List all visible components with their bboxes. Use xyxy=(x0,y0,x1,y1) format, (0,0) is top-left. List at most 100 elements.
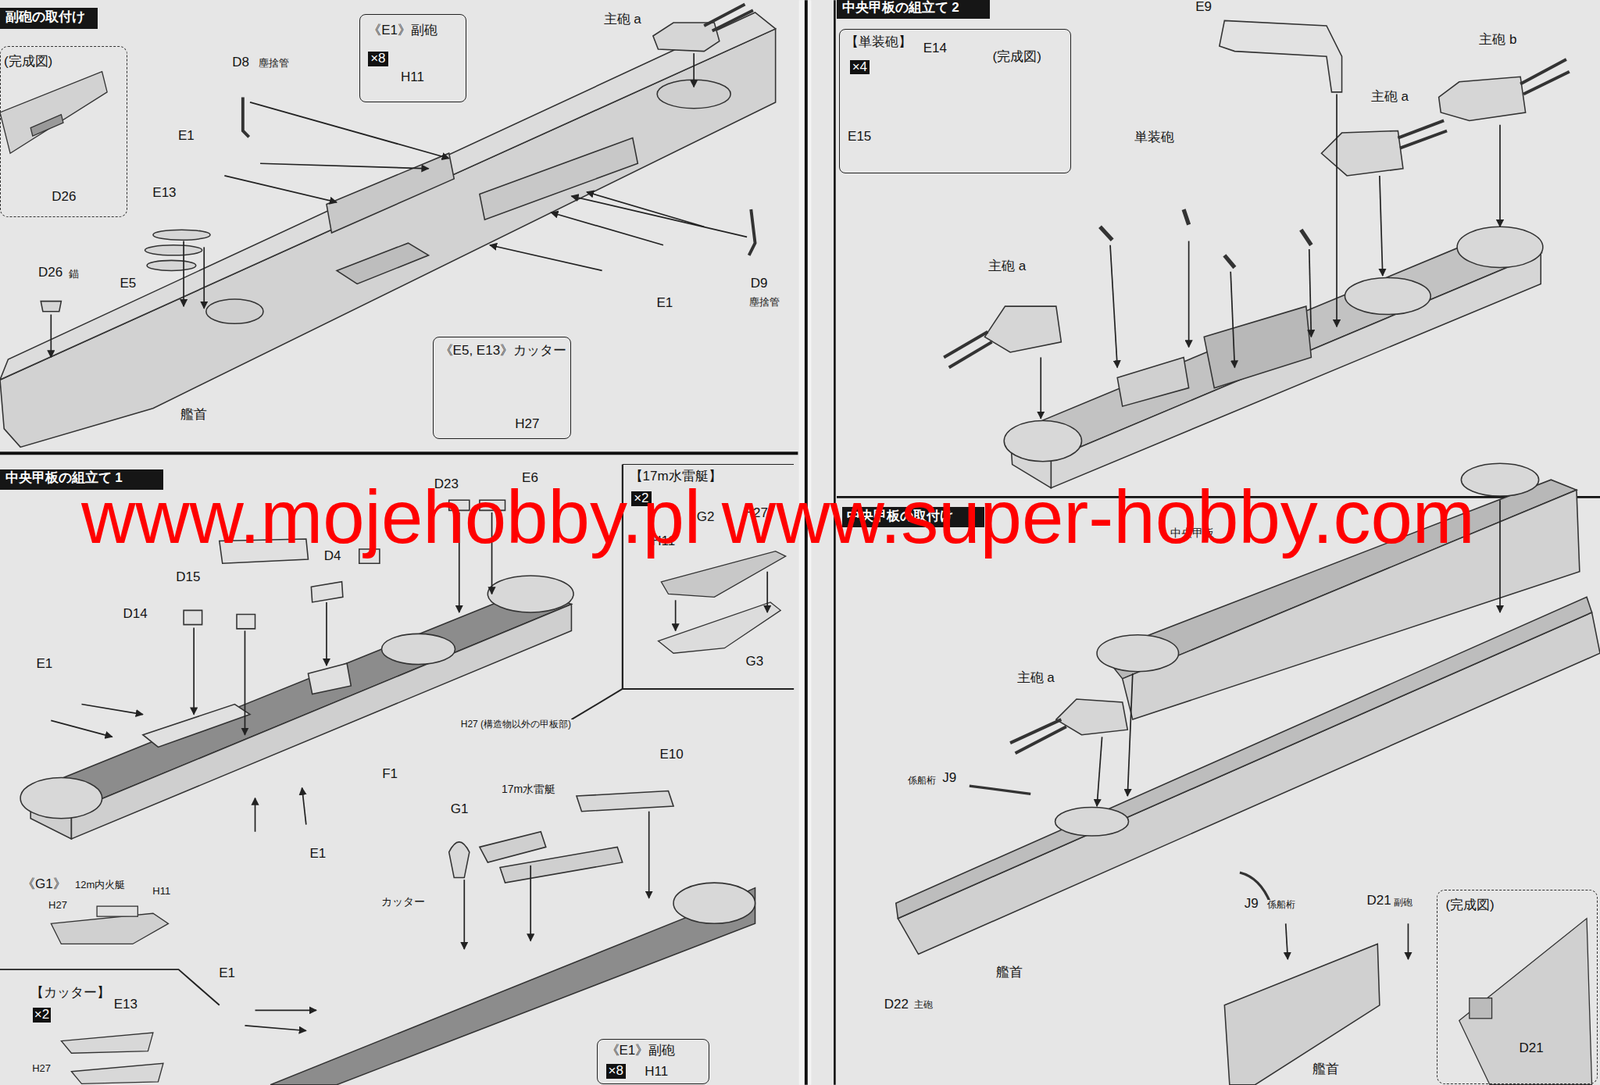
part-label: D9 xyxy=(749,276,770,292)
part-label: E13 xyxy=(150,185,178,201)
part-label: 単装砲 xyxy=(1132,130,1176,146)
part-label: H27 (構造物以外の甲板部) xyxy=(459,719,573,730)
assembly-arrow xyxy=(203,246,205,308)
part-label: 係船桁 xyxy=(906,775,938,786)
inset-box: (完成図)D21 xyxy=(1436,889,1598,1085)
part-label: カッター xyxy=(379,896,427,908)
part-label: 主砲 a xyxy=(602,12,643,28)
assembly-arrow xyxy=(1096,736,1103,807)
part-label: E14 xyxy=(923,41,947,57)
part-label: 12m内火艇 xyxy=(73,879,127,891)
part-label: E9 xyxy=(1193,0,1214,15)
part-label: E1 xyxy=(307,846,328,862)
section-title: 中央甲板の組立て 2 xyxy=(842,0,960,16)
assembly-arrow xyxy=(550,212,664,246)
part-label: 【カッター】 xyxy=(28,985,112,1001)
assembly-arrow xyxy=(1335,93,1338,327)
assembly-arrow xyxy=(1379,175,1383,276)
assembly-arrow xyxy=(675,600,677,631)
part-label: (完成図) xyxy=(3,54,53,70)
part-label: 艦首 xyxy=(178,407,209,423)
part-label: 副砲 xyxy=(1392,897,1415,908)
part-label: 艦首 xyxy=(1310,1062,1341,1078)
assembly-arrow xyxy=(192,628,195,715)
part-label: 《G1》 xyxy=(20,877,68,893)
part-label: E1 xyxy=(34,657,54,672)
section-header: 副砲の取付け xyxy=(0,7,98,29)
part-label: 【単装砲】 xyxy=(845,35,912,50)
assembly-arrow xyxy=(1407,923,1410,960)
quantity-badge: ×2 xyxy=(32,1007,51,1023)
part-label: E15 xyxy=(847,129,872,145)
part-label: J9 xyxy=(940,771,958,786)
part-label: 主砲 a xyxy=(1369,89,1411,105)
assembly-arrow xyxy=(182,241,185,308)
inset-box: 《E1》副砲×8H11 xyxy=(359,14,467,102)
assembly-arrow xyxy=(250,102,450,159)
assembly-arrow xyxy=(244,630,247,735)
assembly-arrow xyxy=(648,811,650,899)
part-label: 《E1》副砲 xyxy=(606,1043,676,1059)
assembly-arrow xyxy=(81,704,143,715)
assembly-arrow xyxy=(260,163,429,169)
section-header: 中央甲板の組立て 2 xyxy=(836,0,990,19)
assembly-arrow xyxy=(489,245,603,272)
assembly-arrow xyxy=(1188,241,1190,348)
part-label: (完成図) xyxy=(992,50,1042,65)
assembly-arrow xyxy=(586,192,704,227)
part-label: D21 xyxy=(1519,1041,1544,1057)
part-label: 艦首 xyxy=(994,965,1025,981)
part-label: 主砲 xyxy=(912,1000,935,1011)
part-label: 錨 xyxy=(67,268,81,280)
inset-box: 《E5, E13》カッターH27 xyxy=(432,336,572,440)
assembly-arrow xyxy=(302,788,307,825)
part-label: 塵捨管 xyxy=(747,296,782,308)
part-label: H27 xyxy=(46,900,69,911)
part-label: D8 xyxy=(230,55,251,71)
quantity-badge: ×4 xyxy=(850,60,870,75)
part-label: E10 xyxy=(657,747,685,763)
assembly-arrow xyxy=(325,602,328,666)
part-label: G3 xyxy=(745,654,764,670)
part-label: H27 xyxy=(30,1063,53,1075)
assembly-arrow xyxy=(1285,923,1289,960)
part-label: E13 xyxy=(112,997,140,1013)
quantity-badge: ×8 xyxy=(606,1064,626,1079)
assembly-arrow xyxy=(224,175,337,203)
assembly-arrow xyxy=(571,196,747,237)
part-label: E1 xyxy=(217,966,237,982)
part-label: F1 xyxy=(380,767,400,783)
assembly-arrow xyxy=(1110,245,1118,368)
assembly-arrow xyxy=(1499,125,1501,228)
assembly-arrow xyxy=(50,314,52,358)
part-label: 塵捨管 xyxy=(257,57,291,69)
inset-box: 《E1》副砲 ×8 H11 xyxy=(596,1039,710,1085)
watermark: www.mojehobby.pl www.super-hobby.com xyxy=(79,475,1477,559)
assembly-arrow xyxy=(1039,357,1042,418)
section-title: 副砲の取付け xyxy=(5,10,86,25)
part-label: H11 xyxy=(644,1064,668,1080)
part-label: E1 xyxy=(655,296,675,311)
assembly-arrow xyxy=(244,1025,306,1032)
part-label: E5 xyxy=(118,276,139,292)
part-label: H11 xyxy=(150,885,172,897)
part-label: D26 xyxy=(36,265,65,281)
assembly-arrow xyxy=(255,1010,317,1012)
part-label: D26 xyxy=(51,189,76,205)
inset-box: 【単装砲】 ×4 E14E15 (完成図) xyxy=(839,28,1072,174)
part-label: H11 xyxy=(400,70,425,86)
part-label: 主砲 a xyxy=(986,259,1028,275)
assembly-arrow xyxy=(766,571,768,613)
assembly-arrow xyxy=(50,720,112,737)
quantity-badge: ×8 xyxy=(367,51,388,67)
part-label: E1 xyxy=(176,128,197,144)
assembly-arrow xyxy=(529,865,532,942)
assembly-arrow xyxy=(1127,673,1133,797)
assembly-arrow xyxy=(1230,271,1235,368)
part-label: D22 xyxy=(882,997,911,1013)
part-label: 17m水雷艇 xyxy=(500,783,558,796)
inset-box: (完成図) D26 xyxy=(0,46,128,218)
part-label: D21 xyxy=(1365,893,1393,909)
assembly-arrow xyxy=(254,798,257,833)
